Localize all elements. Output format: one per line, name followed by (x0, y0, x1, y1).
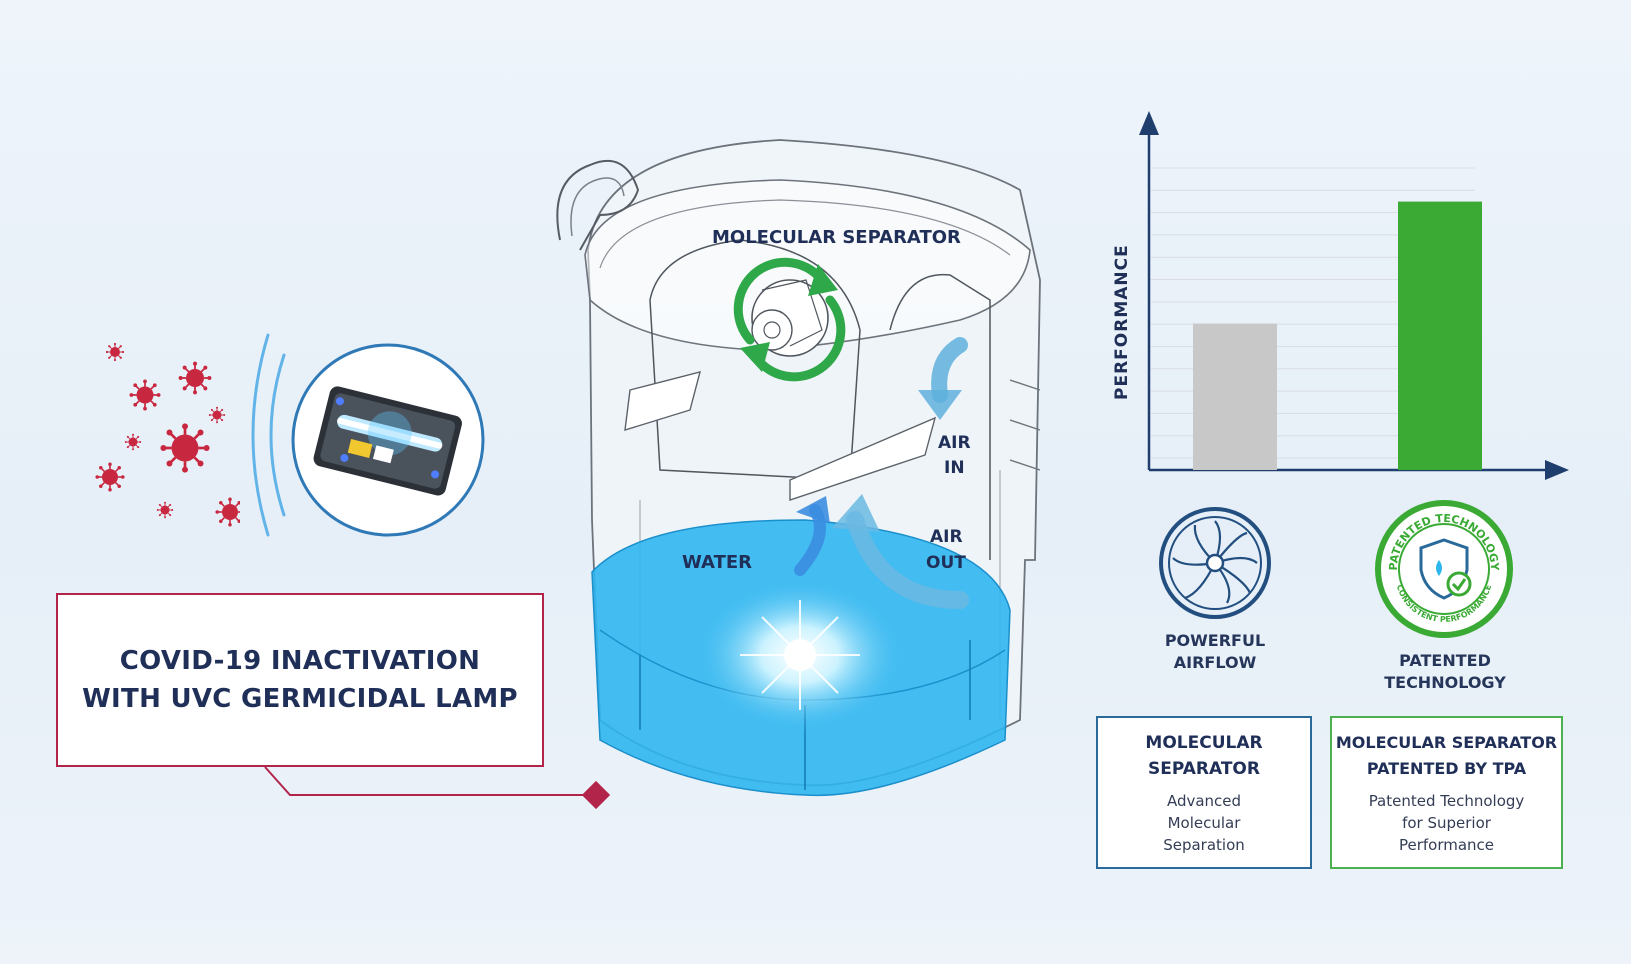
label-air-out-1: AIR (930, 527, 963, 547)
performance-chart: PERFORMANCE (1112, 111, 1569, 480)
callout-connector (264, 766, 611, 810)
molecular-separator-box: MOLECULAR SEPARATOR Advanced Molecular S… (1096, 716, 1312, 869)
label-water: WATER (682, 552, 752, 573)
callout-line-1: COVID-19 INACTIVATION (119, 646, 481, 676)
callout-line-2: WITH UVC GERMICIDAL LAMP (82, 684, 518, 714)
label-molecular-separator: MOLECULAR SEPARATOR (712, 227, 961, 248)
label-air-out-2: OUT (926, 553, 966, 573)
covid-callout-box: COVID-19 INACTIVATION WITH UVC GERMICIDA… (56, 593, 544, 767)
patented-badge-icon: PATENTED TECHNOLOGY CONSISTENT PERFORMAN… (1375, 500, 1513, 638)
label-air-in-2: IN (944, 458, 965, 478)
fan-icon (1159, 507, 1271, 619)
label-air-in-1: AIR (938, 433, 971, 453)
uv-wave-icon (251, 333, 286, 537)
feature-powerful-airflow: POWERFUL AIRFLOW (1164, 631, 1266, 672)
uvc-lamp-image (291, 343, 485, 537)
separator-container-diagram: MOLECULAR SEPARATOR WATER AIR IN AIR OUT (556, 139, 1041, 797)
chart-bars (1193, 201, 1482, 470)
bar-1 (1193, 323, 1277, 470)
x-axis-arrow (1545, 460, 1569, 480)
bar-2 (1398, 201, 1482, 470)
y-axis-label: PERFORMANCE (1112, 244, 1132, 400)
patented-by-tpa-box: MOLECULAR SEPARATOR PATENTED BY TPA Pate… (1330, 716, 1563, 869)
feature-patented-technology: PATENTED TECHNOLOGY (1384, 651, 1506, 692)
y-axis-arrow (1139, 111, 1159, 135)
virus-cluster (94, 342, 240, 528)
